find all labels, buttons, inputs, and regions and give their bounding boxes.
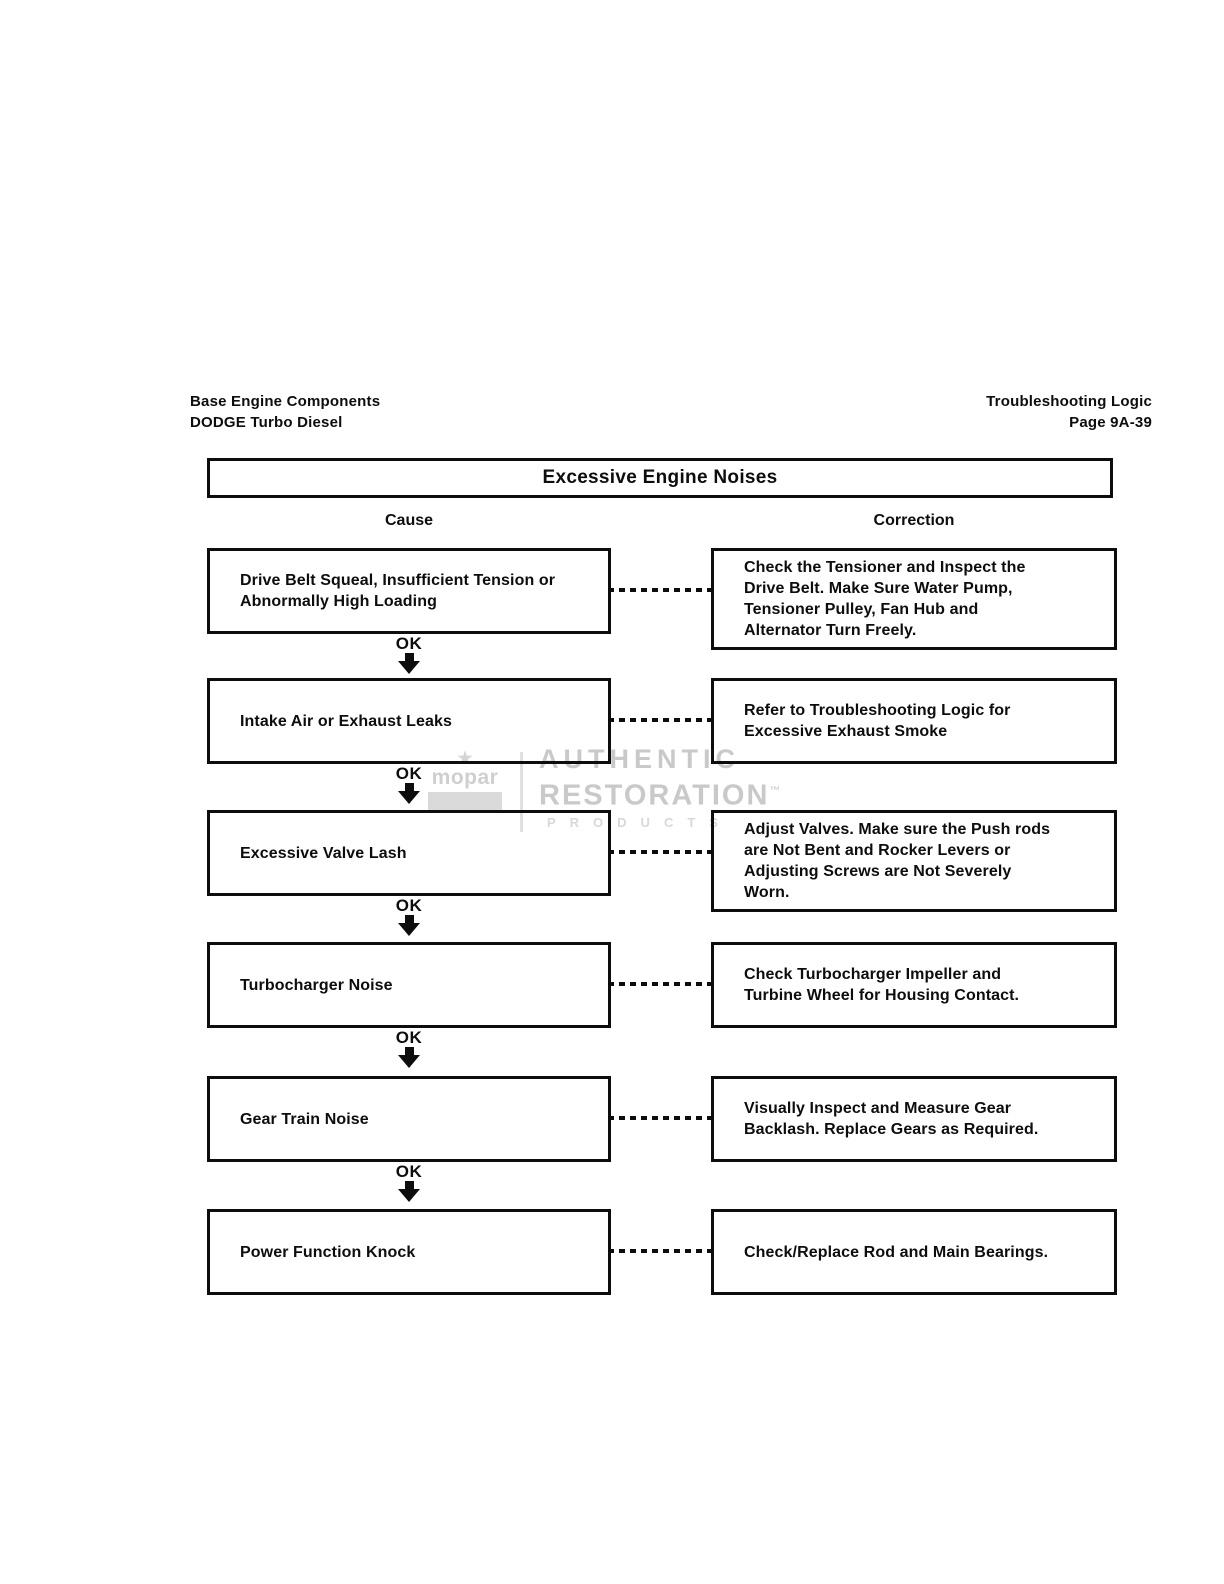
watermark-line3: PRODUCTS (547, 814, 732, 830)
ok-arrow: OK (369, 896, 449, 936)
flowchart-row: Power Function Knock Check/Replace Rod a… (207, 1209, 1117, 1339)
cause-text: Gear Train Noise (240, 1110, 369, 1128)
correction-text: Adjust Valves. Make sure the Push rods a… (744, 821, 1051, 901)
cause-text: Drive Belt Squeal, Insufficient Tension … (240, 572, 556, 610)
correction-text: Check/Replace Rod and Main Bearings. (744, 1243, 1049, 1261)
cause-box: Gear Train Noise (207, 1076, 611, 1162)
ok-label: OK (395, 1028, 423, 1047)
header-doc-type: Troubleshooting Logic (986, 393, 1152, 410)
ok-arrow: OK (369, 1162, 449, 1202)
correction-box: Check Turbocharger Impeller and Turbine … (711, 942, 1117, 1028)
header-left: Base Engine Components DODGE Turbo Diese… (190, 391, 380, 433)
cause-text: Excessive Valve Lash (240, 844, 407, 862)
correction-column-header: Correction (873, 512, 955, 529)
correction-text: Check the Tensioner and Inspect the Driv… (744, 559, 1026, 639)
dashed-connector (608, 1116, 714, 1120)
cause-text: Turbocharger Noise (240, 976, 393, 994)
down-arrow-icon (404, 1047, 414, 1055)
dashed-connector (608, 982, 714, 986)
header-page-number: Page 9A-39 (1069, 414, 1152, 431)
flowchart-row: Gear Train Noise Visually Inspect and Me… (207, 1076, 1117, 1206)
cause-box: Intake Air or Exhaust Leaks (207, 678, 611, 764)
header-model: DODGE Turbo Diesel (190, 414, 343, 431)
dashed-connector (608, 1249, 714, 1253)
watermark-divider (520, 752, 523, 832)
down-arrow-icon (404, 653, 414, 661)
ok-label: OK (395, 764, 423, 783)
down-arrow-icon (404, 1181, 414, 1189)
cause-column-header: Cause (384, 512, 434, 529)
flowchart-row: Turbocharger Noise Check Turbocharger Im… (207, 942, 1117, 1072)
watermark-brand: mopar (431, 766, 499, 789)
ok-arrow: OK (369, 1028, 449, 1068)
flowchart-title: Excessive Engine Noises (542, 467, 778, 488)
down-arrow-icon (404, 915, 414, 923)
ok-label: OK (395, 1162, 423, 1181)
correction-box: Adjust Valves. Make sure the Push rods a… (711, 810, 1117, 912)
dashed-connector (608, 588, 714, 592)
correction-text: Refer to Troubleshooting Logic for Exces… (744, 702, 1011, 740)
ok-arrow: OK (369, 634, 449, 674)
correction-text: Visually Inspect and Measure Gear Backla… (744, 1100, 1039, 1138)
ok-label: OK (395, 634, 423, 653)
trademark-symbol: ™ (769, 785, 781, 797)
mopar-logo-block (428, 792, 502, 812)
cause-box: Drive Belt Squeal, Insufficient Tension … (207, 548, 611, 634)
header-right: Troubleshooting Logic Page 9A-39 (986, 391, 1152, 433)
cause-box: Excessive Valve Lash (207, 810, 611, 896)
correction-box: Visually Inspect and Measure Gear Backla… (711, 1076, 1117, 1162)
dashed-connector (608, 850, 714, 854)
watermark-line2: RESTORATION™ (539, 779, 781, 812)
watermark-line1: AUTHENTIC (539, 744, 740, 774)
flowchart-row: Intake Air or Exhaust Leaks Refer to Tro… (207, 678, 1117, 808)
correction-box: Check/Replace Rod and Main Bearings. (711, 1209, 1117, 1295)
ok-arrow: OK (369, 764, 449, 804)
correction-text: Check Turbocharger Impeller and Turbine … (744, 966, 1020, 1004)
cause-box: Turbocharger Noise (207, 942, 611, 1028)
flowchart-title-box: Excessive Engine Noises (207, 458, 1113, 498)
correction-box: Refer to Troubleshooting Logic for Exces… (711, 678, 1117, 764)
watermark: mopar AUTHENTIC RESTORATION™ PRODUCTS (425, 742, 805, 842)
down-arrow-icon (404, 783, 414, 791)
flowchart-row: Excessive Valve Lash Adjust Valves. Make… (207, 810, 1117, 940)
flowchart-row: Drive Belt Squeal, Insufficient Tension … (207, 548, 1117, 678)
ok-label: OK (395, 896, 423, 915)
mopar-logo: mopar (425, 750, 505, 812)
dashed-connector (608, 718, 714, 722)
header-section-title: Base Engine Components (190, 393, 381, 410)
watermark-text: AUTHENTIC RESTORATION™ PRODUCTS (539, 744, 780, 833)
cause-box: Power Function Knock (207, 1209, 611, 1295)
cause-text: Intake Air or Exhaust Leaks (240, 712, 452, 730)
cause-text: Power Function Knock (240, 1243, 416, 1261)
correction-box: Check the Tensioner and Inspect the Driv… (711, 548, 1117, 650)
